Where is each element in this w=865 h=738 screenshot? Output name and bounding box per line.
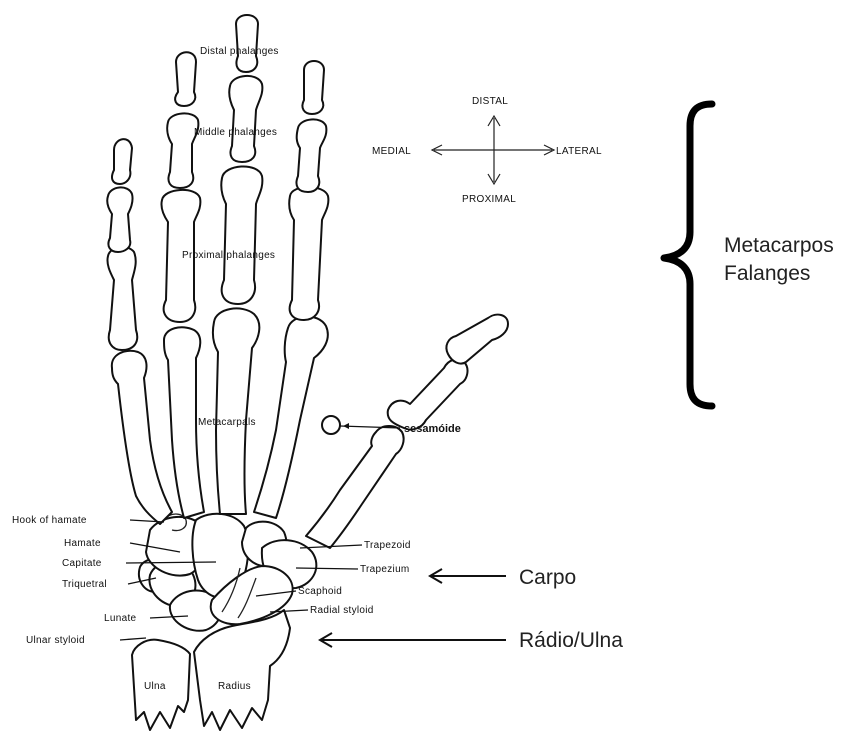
label-middle-phalanges: Middle phalanges <box>194 127 277 138</box>
label-ulna: Ulna <box>144 681 166 692</box>
distal-phalanx-2 <box>302 61 324 114</box>
metacarpal-3 <box>213 308 260 514</box>
label-trapezoid: Trapezoid <box>364 540 411 551</box>
compass-medial: MEDIAL <box>372 146 411 157</box>
sesamoid-bone <box>322 416 340 434</box>
annotation-metacarpos: Metacarpos <box>724 234 834 257</box>
proximal-phalanx-1 <box>388 359 468 429</box>
proximal-phalanx-5 <box>107 247 137 350</box>
label-radial-styloid: Radial styloid <box>310 605 374 616</box>
metacarpal-2 <box>254 316 328 518</box>
orientation-compass: DISTAL PROXIMAL MEDIAL LATERAL <box>372 96 602 205</box>
compass-distal: DISTAL <box>472 96 508 107</box>
middle-phalanx-2 <box>296 119 326 192</box>
label-triquetral: Triquetral <box>62 579 107 590</box>
curly-brace <box>664 104 712 406</box>
label-hamate: Hamate <box>64 538 101 549</box>
proximal-phalanx-2 <box>289 187 328 320</box>
label-metacarpals: Metacarpals <box>198 417 256 428</box>
distal-phalanx-1 <box>446 315 508 364</box>
label-ulnar-styloid: Ulnar styloid <box>26 635 85 646</box>
proximal-phalanx-3 <box>221 166 262 304</box>
label-proximal-phalanges: Proximal phalanges <box>182 250 275 261</box>
label-capitate: Capitate <box>62 558 102 569</box>
label-hook-of-hamate: Hook of hamate <box>12 515 87 526</box>
metacarpal-1 <box>306 426 404 548</box>
middle-phalanx-5 <box>107 187 132 252</box>
middle-phalanx-3 <box>229 76 262 162</box>
distal-phalanx-3 <box>236 15 258 72</box>
label-distal-phalanges: Distal phalanges <box>200 46 279 57</box>
label-radius: Radius <box>218 681 251 692</box>
label-sesamoide: sesamóide <box>404 423 461 435</box>
metacarpal-bones <box>112 308 404 548</box>
label-scaphoid: Scaphoid <box>298 586 342 597</box>
label-trapezium: Trapezium <box>360 564 410 575</box>
annotation-carpo: Carpo <box>519 566 576 589</box>
distal-phalanx-5 <box>112 139 132 184</box>
annotation-falanges: Falanges <box>724 262 810 285</box>
compass-proximal: PROXIMAL <box>462 194 516 205</box>
compass-lateral: LATERAL <box>556 146 602 157</box>
metacarpal-5 <box>112 351 172 524</box>
label-lunate: Lunate <box>104 613 137 624</box>
middle-phalanx-4 <box>167 113 198 188</box>
annotation-radio-ulna: Rádio/Ulna <box>519 629 623 652</box>
distal-phalanx-4 <box>175 52 196 106</box>
carpal-bones <box>139 514 316 631</box>
